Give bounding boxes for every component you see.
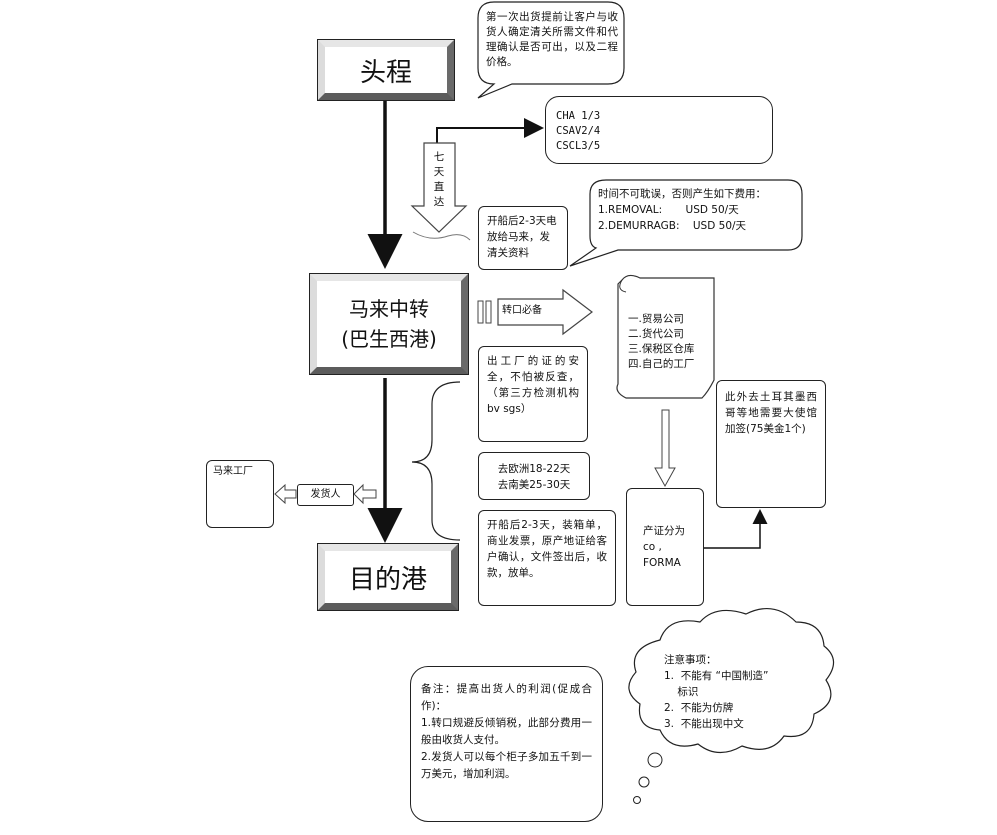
note-no-delay: 时间不可耽误，否则产生如下费用： 1.REMOVAL: USD 50/天 2.D… (598, 188, 766, 232)
note-transit-time: 去欧洲18-22天 去南美25-30天 (478, 452, 590, 500)
note-seven-days: 七 天 直 达 (433, 151, 445, 208)
note-embassy: 此外去土耳其墨西哥等地需要大使馆加签(75美金1个) (716, 380, 826, 508)
speech-bubble-delay (569, 179, 803, 267)
thought-dot-1 (647, 752, 663, 768)
stage-destination-label: 目的港 (348, 564, 427, 595)
note-factory-certificate: 出工厂的证的安全，不怕被反查，（第三方检测机构bv sgs） (478, 346, 588, 442)
note-attention: 注意事项： 1. 不能有 “中国制造” 标识 2. 不能为仿牌 3. 不能出现中… (664, 654, 769, 730)
cert-to-embassy-connector (703, 509, 768, 549)
stage-first-leg-label: 头程 (359, 57, 412, 88)
scroll-curl-top (619, 279, 627, 293)
left-arrow-to-factory (274, 483, 297, 505)
transit-required-arrow (497, 288, 593, 336)
scroll-to-cert-arrow (654, 409, 676, 488)
wave-decoration (412, 231, 471, 241)
thought-dot-2 (638, 776, 650, 788)
speech-bubble-confirm (477, 1, 625, 99)
stage-first-leg: 头程 (317, 39, 455, 101)
note-confirm-first: 第一次出货提前让客户与收货人确定清关所需文件和代理确认是否可出，以及二程价格。 (486, 11, 618, 68)
left-arrow-to-shipper (353, 483, 377, 505)
stage-transit-label: 马来中转 (巴生西港) (341, 297, 437, 351)
note-cha-codes: CHA 1/3 CSAV2/4 CSCL3/5 (545, 96, 773, 164)
note-telex-release: 开船后2-3天电放给马来，发清关资料 (478, 206, 568, 270)
note-origin-cert: 产证分为co , FORMA (626, 488, 704, 606)
note-company-list: 一.贸易公司 二.货代公司 三.保税区仓库 四.自己的工厂 (628, 313, 695, 370)
note-documents: 开船后2-3天，装箱单，商业发票，原产地证给客户确认，文件签出后，收款，放单。 (478, 510, 616, 606)
arrow-tail-bar-1 (477, 300, 484, 324)
stage-malaysia-transit: 马来中转 (巴生西港) (309, 273, 469, 375)
stage-destination: 目的港 (317, 543, 459, 611)
attention-cloud (628, 607, 835, 754)
company-scroll-shape (616, 274, 715, 399)
thought-dot-3 (633, 796, 641, 804)
seven-days-hollow-arrow (410, 142, 468, 233)
note-transit-required: 转口必备 (502, 305, 542, 316)
arrow-tail-bar-2 (485, 300, 492, 324)
curly-brace (411, 381, 461, 541)
node-malaysia-factory: 马来工厂 (206, 460, 274, 528)
note-remark: 备注：提高出货人的利润(促成合作)： 1.转口规避反倾销税，此部分费用一般由收货… (410, 666, 603, 822)
node-shipper: 发货人 (297, 484, 354, 506)
